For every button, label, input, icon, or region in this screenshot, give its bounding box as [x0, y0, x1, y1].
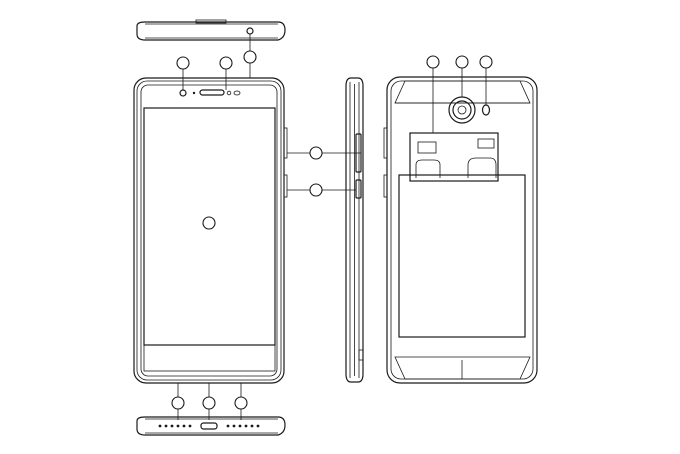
callout-usb-port — [203, 397, 215, 409]
microphone-icon — [159, 425, 192, 428]
top-edge-view — [137, 20, 285, 63]
power-key-icon — [356, 180, 361, 198]
usb-port-icon — [201, 423, 217, 429]
battery-compartment — [399, 175, 525, 337]
callout-touchscreen — [203, 217, 215, 229]
front-view — [134, 57, 287, 397]
flash-icon — [483, 105, 490, 115]
callout-speaker — [235, 397, 247, 409]
speaker-icon — [227, 425, 260, 428]
callout-rear-camera — [456, 56, 468, 68]
callout-flash — [480, 56, 492, 68]
callout-power-key — [310, 184, 322, 196]
back-view — [384, 56, 537, 383]
earpiece-icon — [200, 90, 224, 95]
headphone-jack-icon — [247, 28, 253, 34]
bottom-edge-view — [137, 397, 285, 435]
callout-earpiece — [220, 57, 232, 69]
callout-volume-keys — [310, 147, 322, 159]
proximity-sensor-icon — [227, 91, 231, 95]
side-view — [287, 78, 363, 382]
callout-microphone — [172, 397, 184, 409]
callout-headphone-jack — [244, 51, 256, 63]
callout-front-camera — [177, 57, 189, 69]
front-camera-icon — [180, 90, 186, 96]
card-slot-area — [410, 133, 498, 181]
callout-battery-compartment — [427, 56, 439, 68]
